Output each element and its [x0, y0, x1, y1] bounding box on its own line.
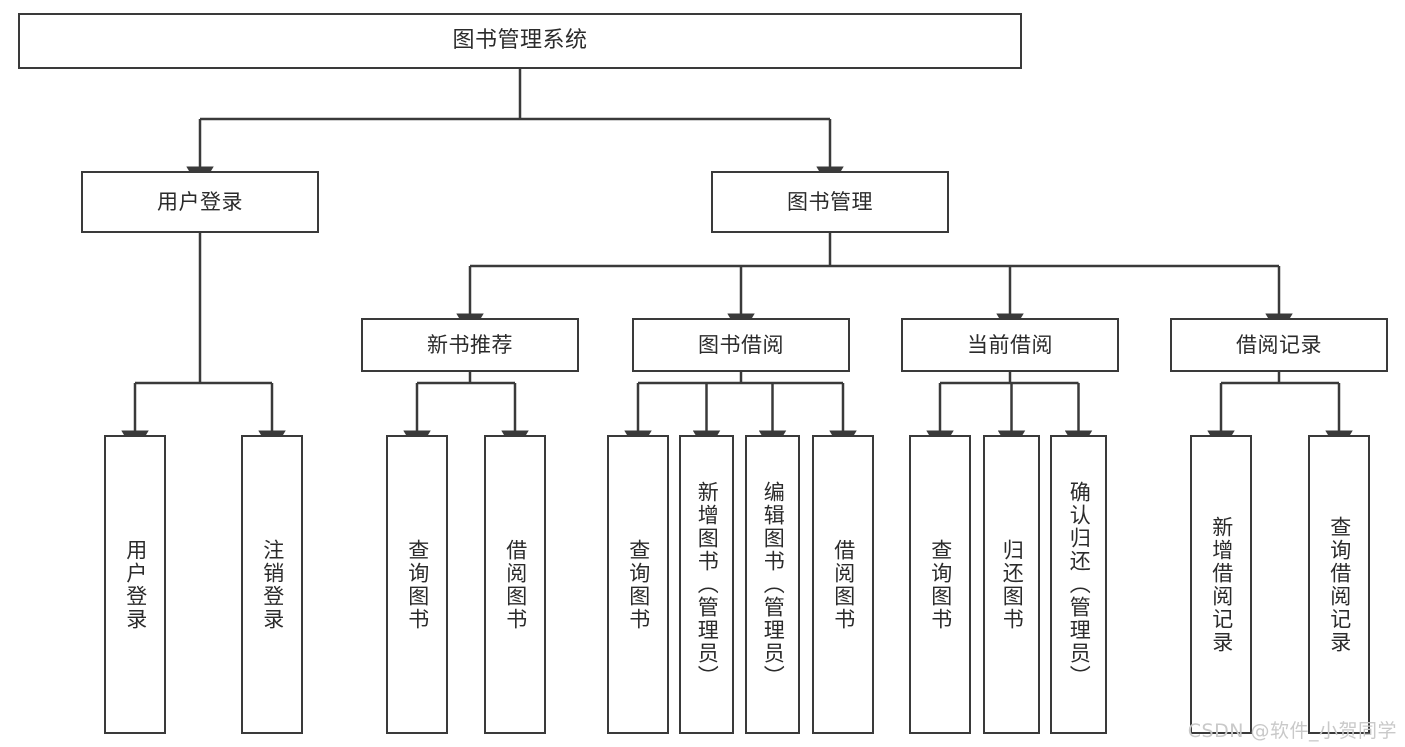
node-leaf-borrow-book-2[interactable]: 借阅图书: [812, 435, 874, 734]
node-label: 借阅记录: [1236, 332, 1322, 357]
node-root[interactable]: 图书管理系统: [18, 13, 1022, 69]
node-label: 借阅图书: [831, 538, 856, 631]
node-label: 查询图书: [626, 538, 651, 631]
node-leaf-user-login[interactable]: 用户登录: [104, 435, 166, 734]
node-user-login[interactable]: 用户登录: [81, 171, 319, 233]
node-label: 查询借阅记录: [1327, 515, 1352, 654]
node-label: 查询图书: [928, 538, 953, 631]
node-leaf-edit-book[interactable]: 编辑图书（管理员）: [745, 435, 800, 734]
node-leaf-add-book[interactable]: 新增图书（管理员）: [679, 435, 734, 734]
node-label: 新增借阅记录: [1209, 515, 1234, 654]
node-leaf-return-book[interactable]: 归还图书: [983, 435, 1040, 734]
node-leaf-query-book-3[interactable]: 查询图书: [909, 435, 971, 734]
node-borrow-record[interactable]: 借阅记录: [1170, 318, 1388, 372]
node-leaf-query-record[interactable]: 查询借阅记录: [1308, 435, 1370, 734]
node-leaf-confirm-ret[interactable]: 确认归还（管理员）: [1050, 435, 1107, 734]
node-label: 新增图书（管理员）: [695, 481, 720, 688]
node-new-book-rec[interactable]: 新书推荐: [361, 318, 579, 372]
node-label: 图书管理: [787, 189, 873, 214]
node-book-borrow[interactable]: 图书借阅: [632, 318, 850, 372]
node-leaf-query-book-1[interactable]: 查询图书: [386, 435, 448, 734]
node-label: 确认归还（管理员）: [1067, 481, 1092, 688]
node-book-manage[interactable]: 图书管理: [711, 171, 949, 233]
node-current-borrow[interactable]: 当前借阅: [901, 318, 1119, 372]
node-leaf-query-book-2[interactable]: 查询图书: [607, 435, 669, 734]
node-label: 图书管理系统: [452, 28, 588, 54]
node-leaf-user-logout[interactable]: 注销登录: [241, 435, 303, 734]
node-label: 用户登录: [157, 189, 243, 214]
node-label: 当前借阅: [967, 332, 1053, 357]
node-label: 编辑图书（管理员）: [761, 481, 786, 688]
node-label: 归还图书: [1000, 538, 1025, 631]
node-label: 查询图书: [405, 538, 430, 631]
node-label: 图书借阅: [698, 332, 784, 357]
node-label: 新书推荐: [427, 332, 513, 357]
node-leaf-add-record[interactable]: 新增借阅记录: [1190, 435, 1252, 734]
node-label: 借阅图书: [503, 538, 528, 631]
node-label: 用户登录: [123, 538, 148, 631]
node-leaf-borrow-book-1[interactable]: 借阅图书: [484, 435, 546, 734]
node-label: 注销登录: [260, 538, 285, 631]
watermark-text: CSDN @软件_小贺同学: [1187, 720, 1397, 742]
